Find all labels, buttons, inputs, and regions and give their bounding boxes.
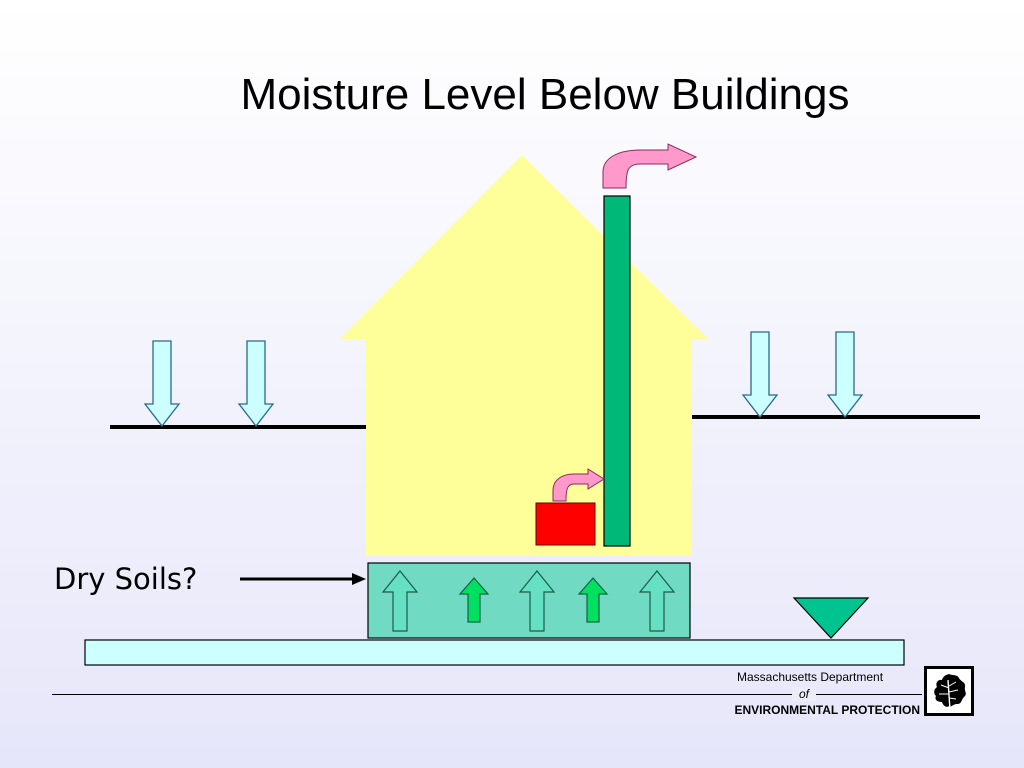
crawlspace — [367, 562, 691, 639]
dry-soils-label: Dry Soils? — [54, 562, 198, 596]
department-name: Massachusetts Department — [736, 670, 884, 684]
moisture-arrow-icon — [577, 577, 609, 623]
rain-arrow-icon — [237, 340, 275, 428]
moisture-arrow-icon — [518, 570, 556, 632]
water-table-marker-icon — [792, 597, 870, 639]
furnace-exhaust-arrow-icon — [552, 468, 605, 502]
department-of: of — [792, 687, 816, 701]
label-pointer-arrowhead — [352, 573, 366, 585]
rain-arrow-icon — [741, 331, 779, 419]
moisture-arrow-icon — [458, 577, 490, 623]
furnace — [535, 502, 596, 546]
vent-stack — [603, 195, 631, 547]
house — [340, 155, 708, 556]
rain-arrow-icon — [143, 340, 181, 428]
rain-arrow-icon — [826, 331, 864, 419]
moisture-arrow-icon — [381, 570, 419, 632]
water-table — [84, 639, 905, 666]
exhaust-arrow-icon — [602, 143, 698, 189]
department-division: ENVIRONMENTAL PROTECTION — [734, 703, 920, 717]
moisture-arrow-icon — [638, 570, 676, 632]
footer-rule — [52, 694, 922, 695]
slide-title: Moisture Level Below Buildings — [240, 70, 850, 119]
oak-leaf-logo-icon — [924, 666, 974, 716]
